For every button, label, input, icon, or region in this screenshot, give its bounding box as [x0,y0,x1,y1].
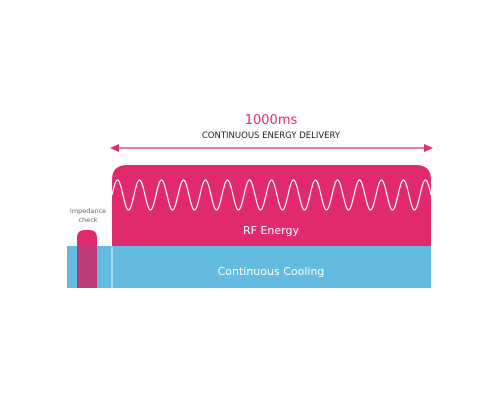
impedance-label-line1: Impedance [70,207,106,215]
arrow-head-left [110,144,119,152]
impedance-label-line2: check [78,216,97,224]
rf-energy-label: RF Energy [243,224,299,237]
arrow-head-right [424,144,433,152]
impedance-overlap [77,246,97,288]
duration-label: 1000ms [245,113,298,128]
rf-energy-block [112,165,431,246]
cooling-label: Continuous Cooling [218,265,325,278]
duration-caption: CONTINUOUS ENERGY DELIVERY [202,131,341,141]
rf-wave [111,179,432,211]
cooling-bar [67,246,431,288]
